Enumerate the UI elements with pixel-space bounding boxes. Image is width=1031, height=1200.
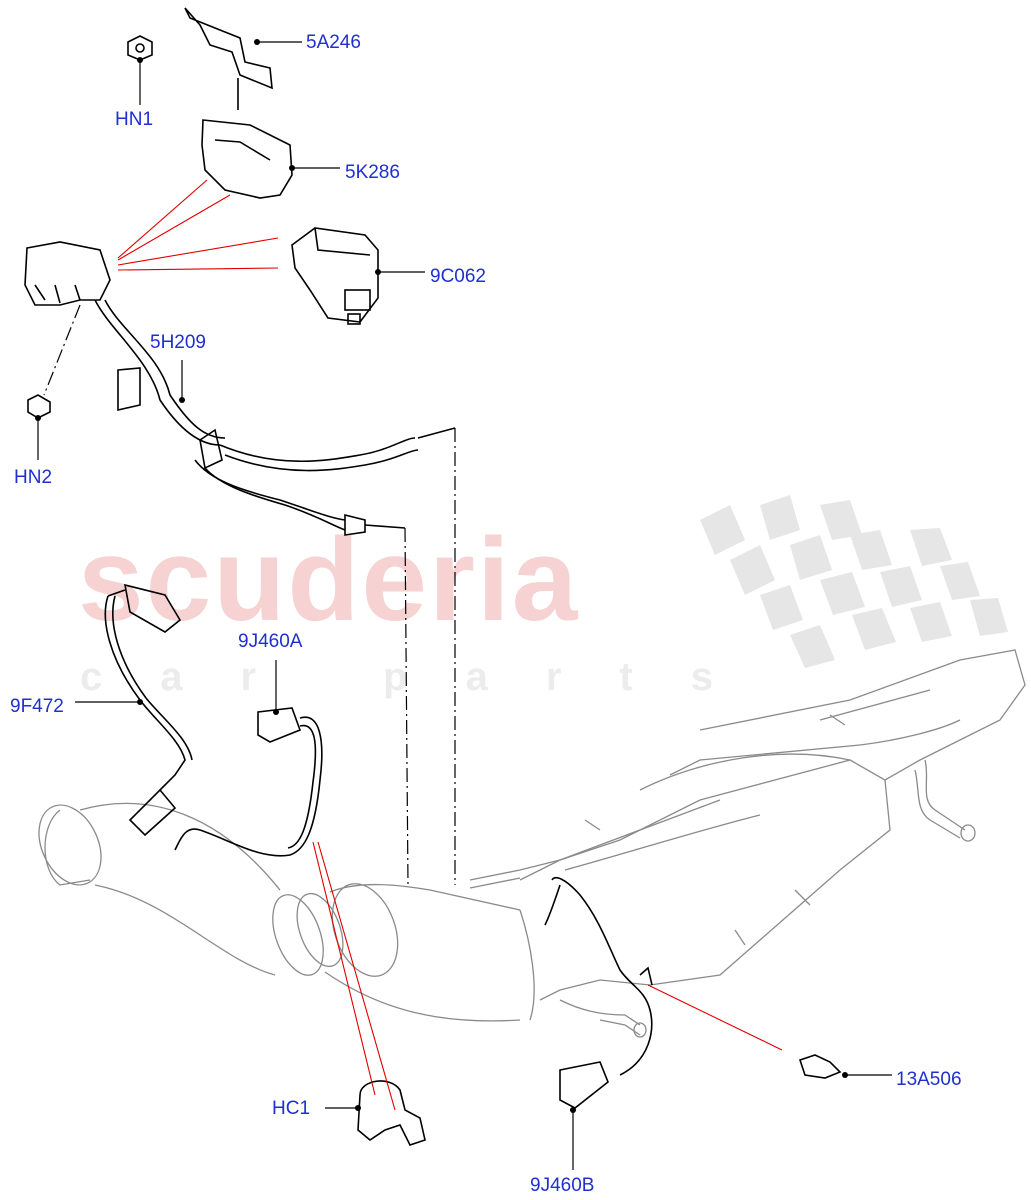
callout-5h209[interactable]: 5H209 bbox=[150, 332, 206, 353]
callout-hc1[interactable]: HC1 bbox=[272, 1098, 311, 1119]
callout-9j460a[interactable]: 9J460A bbox=[238, 631, 303, 652]
callout-hn2[interactable]: HN2 bbox=[14, 467, 53, 488]
callout-13a506[interactable]: 13A506 bbox=[896, 1069, 962, 1090]
callout-9f472[interactable]: 9F472 bbox=[10, 696, 64, 717]
dash-dot-leaders bbox=[43, 304, 456, 886]
callout-hn1[interactable]: HN1 bbox=[115, 109, 154, 130]
callout-5k286[interactable]: 5K286 bbox=[345, 162, 400, 183]
callout-dots bbox=[35, 39, 848, 1113]
callout-9c062[interactable]: 9C062 bbox=[430, 266, 486, 287]
checkered-flag-watermark bbox=[700, 495, 1008, 668]
red-leader-lines bbox=[117, 179, 783, 1111]
callout-9j460b[interactable]: 9J460B bbox=[530, 1175, 595, 1196]
parts-line-art bbox=[24, 7, 842, 1146]
watermark-brand: scuderia bbox=[78, 514, 580, 646]
callout-5a246[interactable]: 5A246 bbox=[306, 32, 361, 53]
exhaust-system-outline bbox=[38, 649, 1026, 1038]
watermark-tagline: car parts bbox=[80, 655, 771, 699]
callout-leaders bbox=[37, 41, 892, 1170]
